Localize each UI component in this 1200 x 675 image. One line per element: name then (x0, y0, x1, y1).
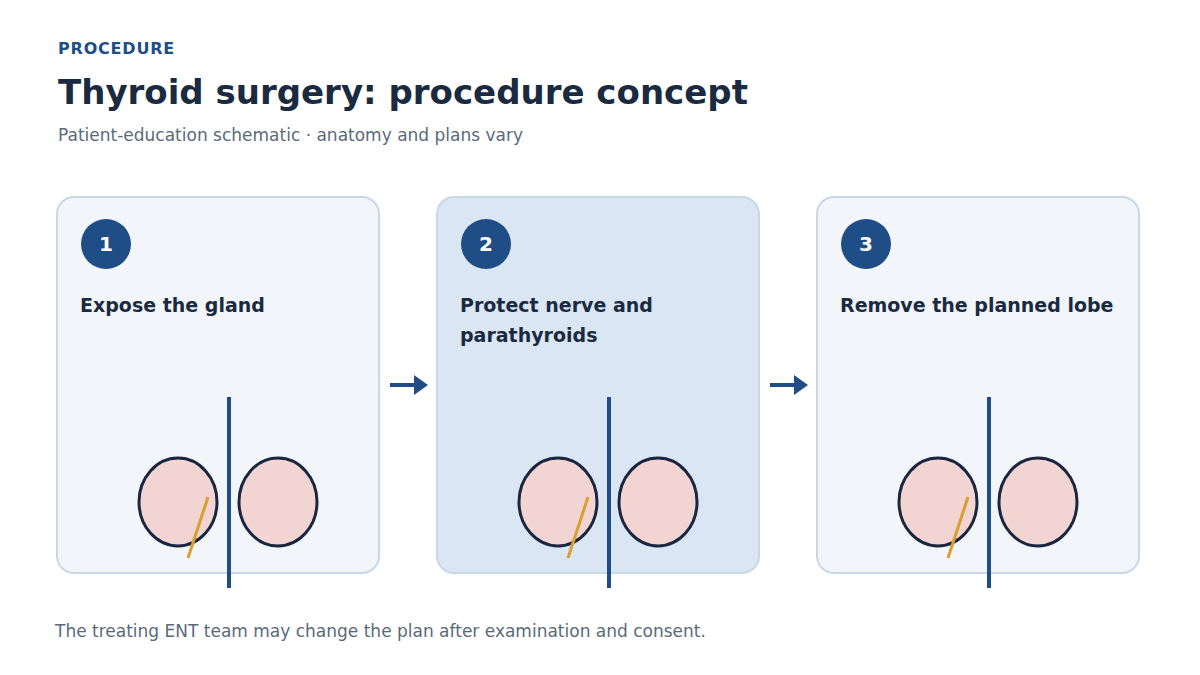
step-number-badge: 1 (81, 219, 131, 269)
section-eyebrow: PROCEDURE (58, 38, 175, 60)
callout-number: 3 (859, 234, 873, 254)
step-heading: Expose the gland (80, 290, 364, 320)
thyroid-sketch (139, 397, 317, 588)
subtitle-note: Patient-education schematic · anatomy an… (58, 123, 523, 147)
thyroid-sketch (899, 397, 1077, 588)
flow-arrow (770, 375, 808, 395)
step-number-badge: 2 (461, 219, 511, 269)
flow-arrow (390, 375, 428, 395)
callout-number: 2 (479, 234, 493, 254)
diagram-title: Thyroid surgery: procedure concept (58, 70, 748, 114)
callout-number: 1 (99, 234, 113, 254)
arrow-head (414, 375, 428, 395)
arrow-line (390, 383, 418, 387)
diagram-caption: The treating ENT team may change the pla… (55, 619, 706, 643)
step-box: Expose the gland 1 (56, 196, 380, 574)
arrow-head (794, 375, 808, 395)
step-heading: Protect nerve and parathyroids (460, 290, 744, 350)
step-heading: Remove the planned lobe (840, 290, 1124, 320)
arrow-line (770, 383, 798, 387)
step-number-badge: 3 (841, 219, 891, 269)
step-box: Remove the planned lobe 3 (816, 196, 1140, 574)
step-box: Protect nerve and parathyroids 2 (436, 196, 760, 574)
thyroid-sketch (519, 397, 697, 588)
